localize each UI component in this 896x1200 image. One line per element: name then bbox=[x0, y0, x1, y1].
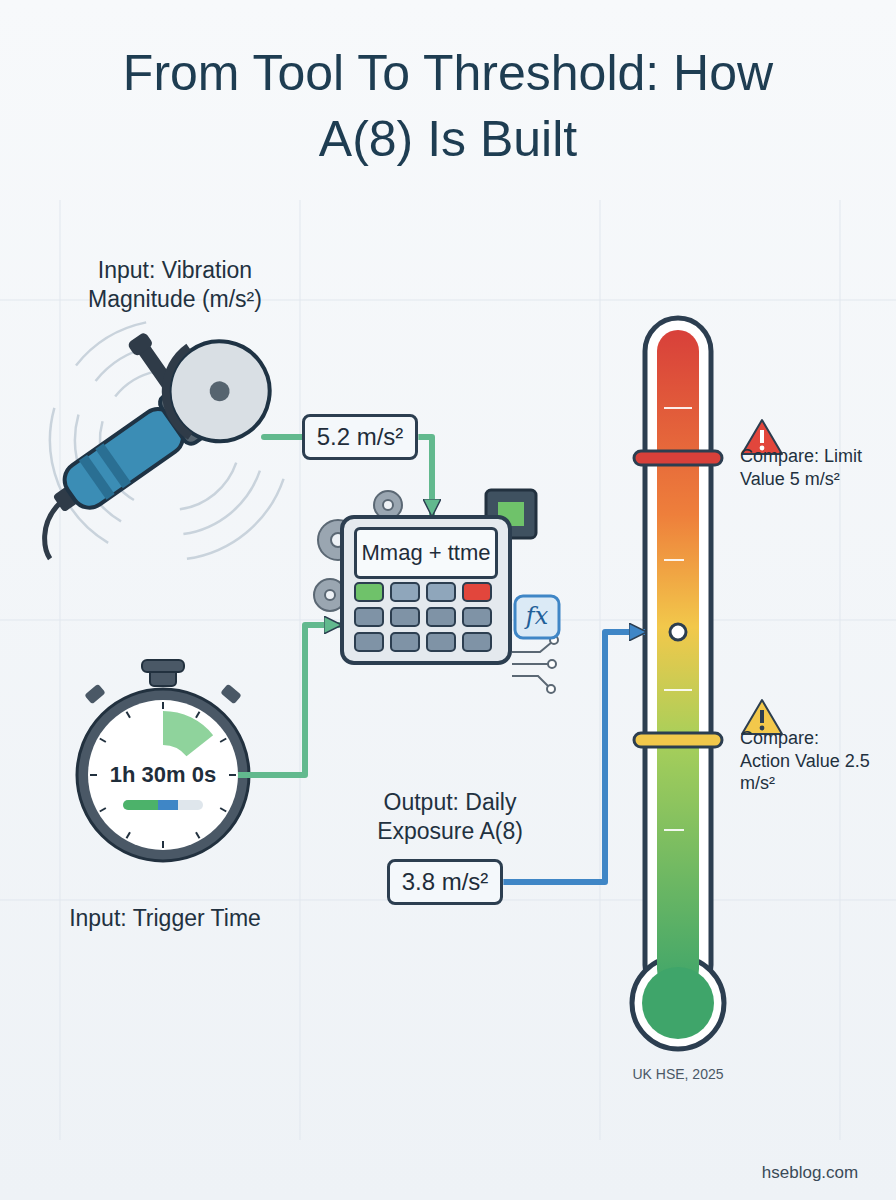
output-label: Output: Daily Exposure A(8) bbox=[335, 788, 565, 846]
link-line bbox=[264, 434, 306, 440]
calculator-display: Mmag + ttme bbox=[354, 527, 498, 579]
threshold-text: Compare: Action Value 2.5 m/s² bbox=[740, 727, 870, 795]
function-badge bbox=[515, 596, 559, 638]
value-box: 5.2 m/s² bbox=[302, 414, 419, 460]
grid-lines bbox=[0, 200, 896, 1140]
input-label: Input: Vibration Magnitude (m/s²) bbox=[50, 256, 300, 314]
value-text: 5.2 m/s² bbox=[317, 423, 404, 451]
circuit-dots bbox=[547, 636, 558, 693]
stopwatch-face: 1h 30m 0s bbox=[88, 700, 238, 850]
flow-arrow bbox=[503, 632, 645, 882]
value-box: 3.8 m/s² bbox=[387, 859, 504, 905]
threshold-label: Compare: Action Value 2.5 m/s² bbox=[740, 727, 870, 795]
function-symbol: fx bbox=[515, 601, 559, 631]
formula-text: Mmag + ttme bbox=[362, 540, 491, 566]
stopwatch bbox=[77, 660, 249, 861]
flow-arrow bbox=[418, 437, 432, 515]
calculator-keys bbox=[351, 581, 501, 657]
thermometer bbox=[632, 318, 724, 1049]
threshold-text: Compare: Limit Value 5 m/s² bbox=[740, 445, 865, 490]
watermark: hseblog.com bbox=[740, 1162, 880, 1183]
input-label: Input: Trigger Time bbox=[50, 904, 280, 933]
title: From Tool To Threshold: How A(8) Is Buil… bbox=[78, 40, 818, 172]
value-text: 3.8 m/s² bbox=[402, 868, 489, 896]
timer-text: 1h 30m 0s bbox=[108, 762, 218, 788]
calculator: Mmag + ttme bbox=[340, 515, 512, 665]
threshold-label: Compare: Limit Value 5 m/s² bbox=[740, 445, 865, 490]
angle-grinder bbox=[0, 287, 289, 567]
flow-arrow bbox=[238, 625, 340, 775]
circuit-lines bbox=[512, 642, 552, 686]
thermometer-scale: Compare: Limit Value 5 m/s²Compare: Acti… bbox=[645, 318, 711, 998]
source-note: UK HSE, 2025 bbox=[598, 1066, 758, 1084]
